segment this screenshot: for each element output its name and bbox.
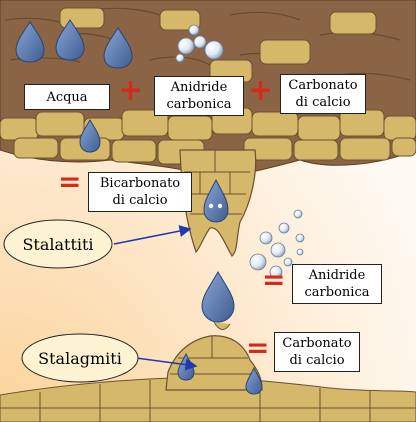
equals-sign-3: =: [246, 331, 270, 364]
label-anidride-right-line1: Anidride: [308, 268, 366, 283]
equals-sign-1: =: [58, 165, 82, 198]
label-stalagmiti: Stalagmiti: [38, 348, 122, 368]
label-carbonato-top-line2: di calcio: [295, 95, 351, 110]
stalagmiti-arrow: [135, 357, 198, 371]
label-acqua: Acqua: [24, 84, 110, 110]
label-bicarbonato-line2: di calcio: [112, 193, 168, 208]
label-acqua-text: Acqua: [46, 89, 88, 105]
label-bicarbonato-line1: Bicarbonato: [99, 176, 181, 191]
co2-bubbles-right: [249, 209, 305, 279]
stalactite-water-drop: [203, 178, 229, 223]
label-carbonato-calcio-top: Carbonato di calcio: [280, 74, 366, 114]
floor-stone-lines: [0, 380, 416, 422]
label-carbonato-bottom-line2: di calcio: [289, 353, 345, 368]
falling-water-drop: [201, 270, 235, 323]
label-anidride-top-line2: carbonica: [166, 97, 232, 112]
co2-bubbles-top: [175, 24, 224, 63]
stalagmiti-ellipse: [21, 333, 139, 383]
label-carbonato-calcio-bottom: Carbonato di calcio: [274, 332, 360, 372]
label-anidride-carbonica-top: Anidride carbonica: [154, 76, 244, 116]
label-anidride-right-line2: carbonica: [304, 285, 370, 300]
plus-sign-2: +: [248, 73, 274, 108]
label-anidride-top-line1: Anidride: [170, 80, 228, 95]
stalattiti-ellipse: [3, 219, 113, 269]
plus-sign-1: +: [118, 73, 144, 108]
ceiling-stones: [0, 7, 416, 165]
label-bicarbonato-calcio: Bicarbonato di calcio: [88, 172, 192, 212]
water-drops-top: [15, 19, 133, 153]
falling-drop-splash: [213, 321, 231, 330]
label-carbonato-top-line1: Carbonato: [288, 78, 358, 93]
label-anidride-carbonica-right: Anidride carbonica: [292, 264, 382, 304]
label-carbonato-bottom-line1: Carbonato: [282, 336, 352, 351]
label-stalattiti: Stalattiti: [22, 234, 94, 254]
stalattiti-arrow: [113, 225, 192, 245]
equals-sign-2: =: [262, 263, 286, 296]
